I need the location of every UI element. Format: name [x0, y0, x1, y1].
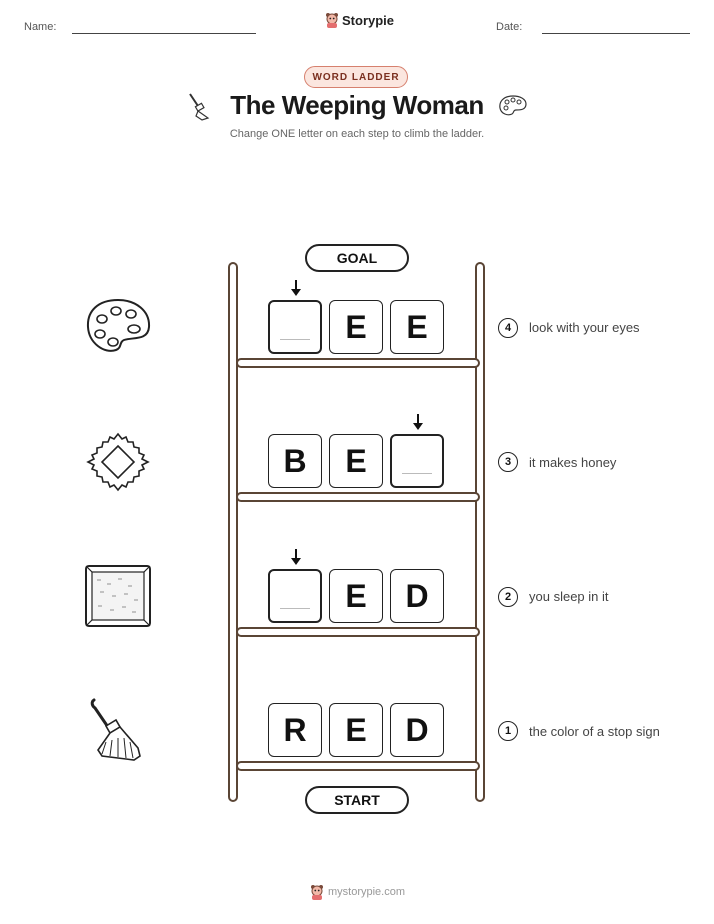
letter-tile: E	[329, 703, 383, 757]
storypie-mascot-icon	[311, 885, 323, 900]
step-number: 4	[498, 318, 518, 338]
step-number: 1	[498, 721, 518, 741]
footer: mystorypie.com	[310, 884, 405, 900]
step-number: 3	[498, 452, 518, 472]
letter-tile-blank[interactable]	[268, 300, 322, 354]
storypie-mascot-icon	[326, 13, 338, 28]
name-field[interactable]	[72, 33, 256, 34]
step-clue: the color of a stop sign	[529, 724, 660, 739]
word-ladder-badge: WORD LADDER	[304, 66, 408, 88]
ladder-left-rail	[228, 262, 238, 802]
footer-url[interactable]: mystorypie.com	[328, 886, 406, 898]
arrow-down-icon	[291, 549, 301, 565]
canvas-icon	[85, 565, 151, 627]
brand-name: Storypie	[342, 12, 395, 28]
arrow-down-icon	[413, 414, 423, 430]
arrow-down-icon	[291, 280, 301, 296]
date-label: Date:	[496, 21, 523, 33]
step-clue: look with your eyes	[529, 320, 640, 335]
ladder-rung	[236, 761, 480, 771]
letter-tile-blank[interactable]	[268, 569, 322, 623]
palette-deco-icon	[499, 95, 527, 116]
paintbrush-deco-icon	[189, 93, 210, 121]
letter-tile: E	[329, 569, 383, 623]
name-label: Name:	[24, 21, 57, 33]
goal-label: GOAL	[305, 244, 409, 272]
letter-tile: R	[268, 703, 322, 757]
date-field[interactable]	[542, 33, 690, 34]
storypie-logo: Storypie	[325, 12, 394, 28]
letter-tile-blank[interactable]	[390, 434, 444, 488]
ladder-right-rail	[475, 262, 485, 802]
ladder-rung	[236, 627, 480, 637]
step-clue: it makes honey	[529, 455, 617, 470]
instructions: Change ONE letter on each step to climb …	[229, 128, 485, 140]
letter-tile: B	[268, 434, 322, 488]
letter-tile: D	[390, 703, 444, 757]
page-title: The Weeping Woman	[230, 90, 484, 120]
start-label: START	[305, 786, 409, 814]
letter-tile: E	[329, 300, 383, 354]
ladder-rung	[236, 492, 480, 502]
ladder-rung	[236, 358, 480, 368]
step-clue: you sleep in it	[529, 589, 609, 604]
letter-tile: E	[390, 300, 444, 354]
ravioli-icon	[86, 432, 150, 492]
letter-tile: D	[390, 569, 444, 623]
paintbrush-icon	[90, 698, 141, 761]
step-number: 2	[498, 587, 518, 607]
letter-tile: E	[329, 434, 383, 488]
palette-icon	[86, 298, 151, 352]
